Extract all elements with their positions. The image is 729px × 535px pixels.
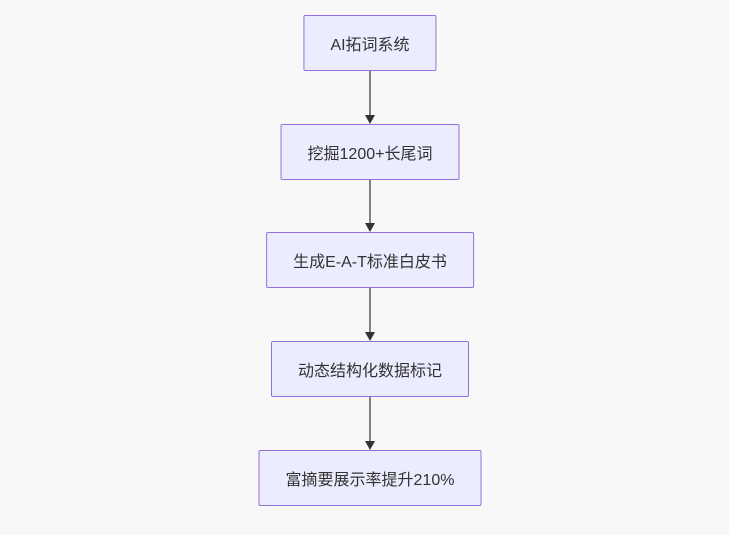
arrow-line [369, 288, 371, 332]
flowchart-edge-2 [364, 180, 376, 232]
flowchart-edge-4 [364, 397, 376, 450]
flowchart-node-eat-whitepaper: 生成E-A-T标准白皮书 [266, 232, 474, 288]
arrowhead-icon [365, 332, 375, 341]
flowchart-edge-1 [364, 71, 376, 124]
arrow-line [369, 71, 371, 115]
flowchart-edge-3 [364, 288, 376, 341]
flowchart-node-rich-snippet-rate: 富摘要展示率提升210% [258, 450, 482, 506]
arrowhead-icon [365, 115, 375, 124]
arrow-line [369, 397, 371, 441]
flowchart-node-ai-word-expansion: AI拓词系统 [303, 15, 437, 71]
flowchart-node-longtail-keywords: 挖掘1200+长尾词 [280, 124, 460, 180]
arrowhead-icon [365, 223, 375, 232]
arrowhead-icon [365, 441, 375, 450]
flowchart-node-structured-data-markup: 动态结构化数据标记 [270, 341, 470, 397]
arrow-line [369, 180, 371, 223]
